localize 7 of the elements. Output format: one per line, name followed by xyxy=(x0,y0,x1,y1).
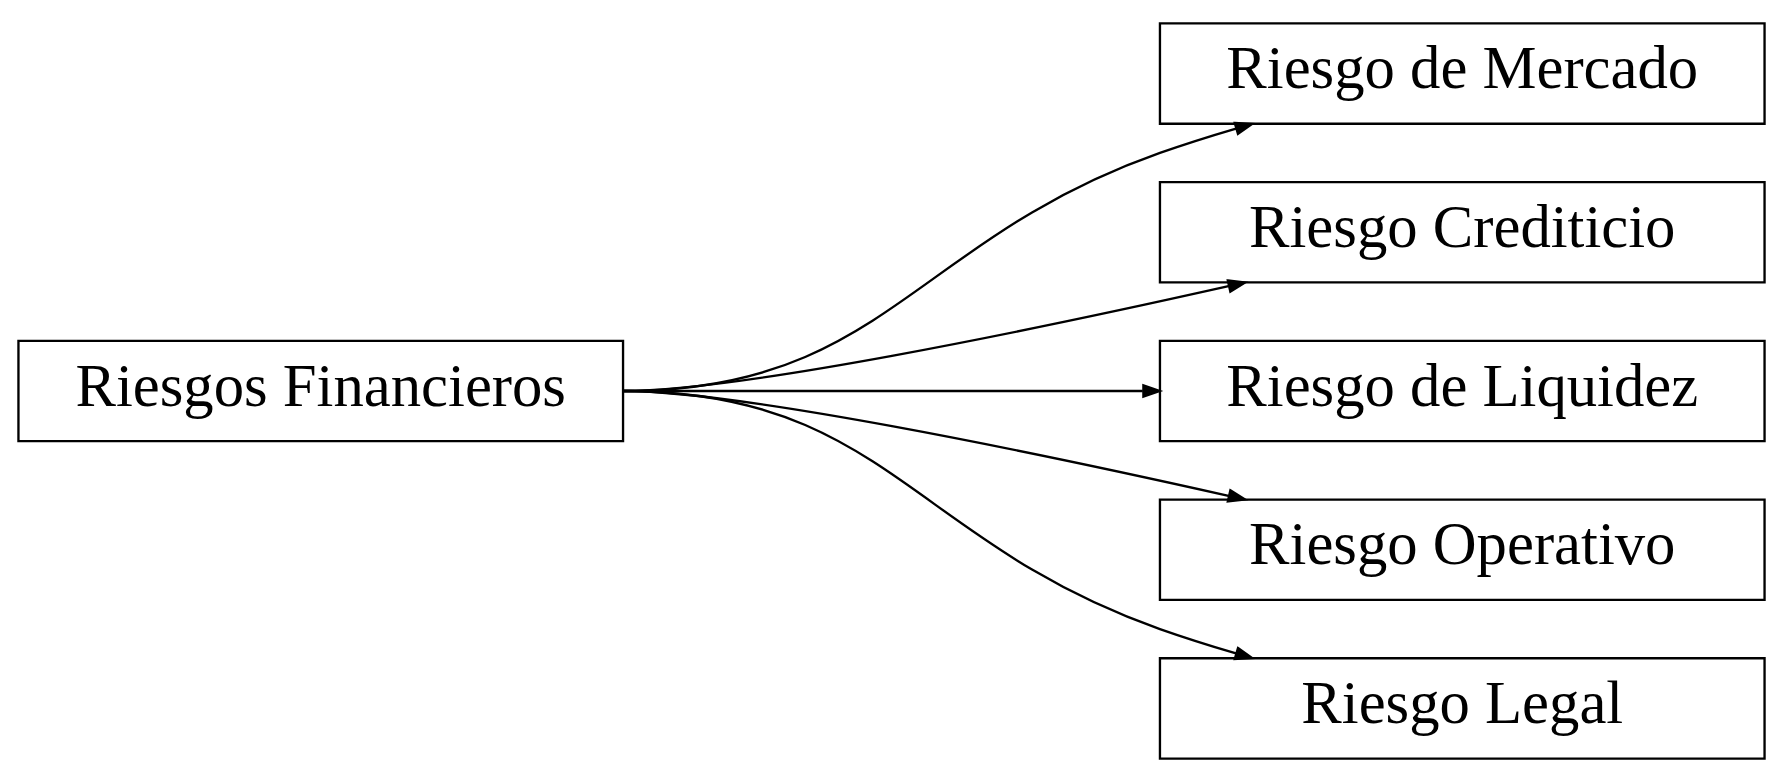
node-box: Riesgo Legal xyxy=(1158,657,1766,760)
node-box: Riesgo de Mercado xyxy=(1158,22,1766,125)
node-box: Riesgo Operativo xyxy=(1158,498,1766,602)
node-box: Riesgo Crediticio xyxy=(1158,180,1766,284)
arrow xyxy=(622,389,1255,661)
node-box: Riesgo de Liquidez xyxy=(1158,339,1766,443)
node-box: Riesgos Financieros xyxy=(16,339,624,443)
